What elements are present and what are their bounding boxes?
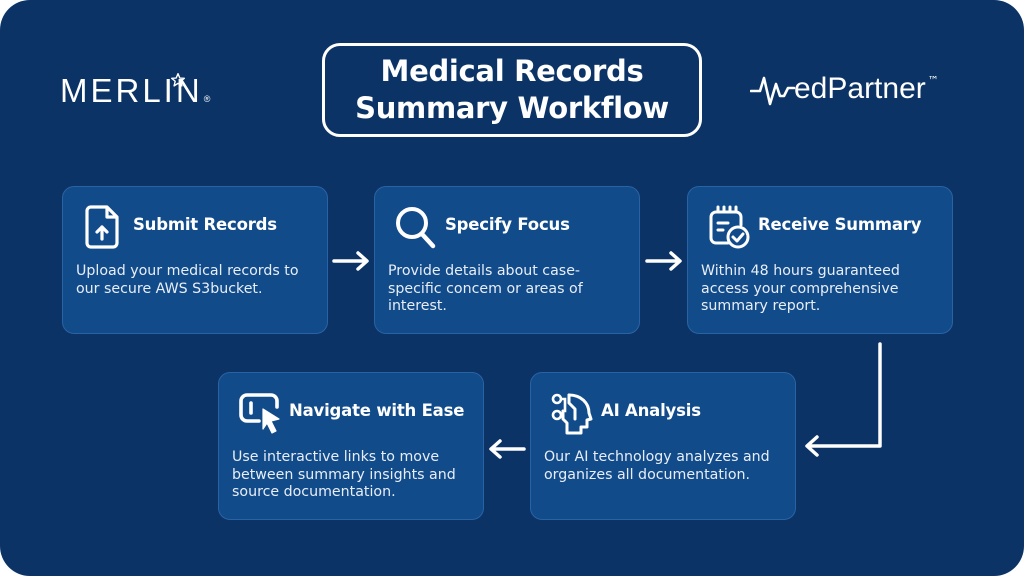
step-title: Receive Summary <box>758 215 922 234</box>
medpartner-logo-text: edPartner <box>794 72 926 105</box>
step-title: Navigate with Ease <box>289 401 465 420</box>
search-icon <box>396 207 436 249</box>
step-title: AI Analysis <box>601 401 701 420</box>
step-description: Provide details about case-specific conc… <box>388 263 583 314</box>
trademark-mark: ™ <box>927 74 939 87</box>
step-description: Within 48 hours guaranteed access your c… <box>701 263 900 314</box>
title-line-1: Medical Records <box>380 54 644 88</box>
calendar-check-icon <box>709 205 750 249</box>
step-description: Use interactive links to move between su… <box>232 449 456 500</box>
step-card-submit-records: Submit Records Upload your medical recor… <box>62 186 328 334</box>
arrow-right-icon <box>645 251 682 271</box>
step-card-ai-analysis: AI Analysis Our AI technology analyzes a… <box>530 372 796 520</box>
file-upload-icon <box>85 205 119 249</box>
medpartner-logo: edPartner ™ <box>750 72 939 108</box>
arrow-right-icon <box>332 251 369 271</box>
heartbeat-m-icon <box>750 76 796 106</box>
step-title: Submit Records <box>133 215 277 234</box>
click-pointer-icon <box>239 393 280 434</box>
arrow-elbow-down-left-icon <box>805 342 882 457</box>
step-card-receive-summary: Receive Summary Within 48 hours guarante… <box>687 186 953 334</box>
step-description: Upload your medical records to our secur… <box>76 263 299 297</box>
step-card-specify-focus: Specify Focus Provide details about case… <box>374 186 640 334</box>
title-line-2: Summary Workflow <box>355 91 669 125</box>
step-card-navigate-with-ease: Navigate with Ease Use interactive links… <box>218 372 484 520</box>
merlin-logo: MERLIN® <box>60 72 210 110</box>
page-title: Medical Records Summary Workflow <box>322 43 702 137</box>
step-description: Our AI technology analyzes and organizes… <box>544 449 770 483</box>
ai-head-icon <box>551 393 593 435</box>
step-title: Specify Focus <box>445 215 570 234</box>
star-icon <box>171 73 185 87</box>
registered-mark: ® <box>203 94 211 104</box>
arrow-left-icon <box>489 439 526 459</box>
